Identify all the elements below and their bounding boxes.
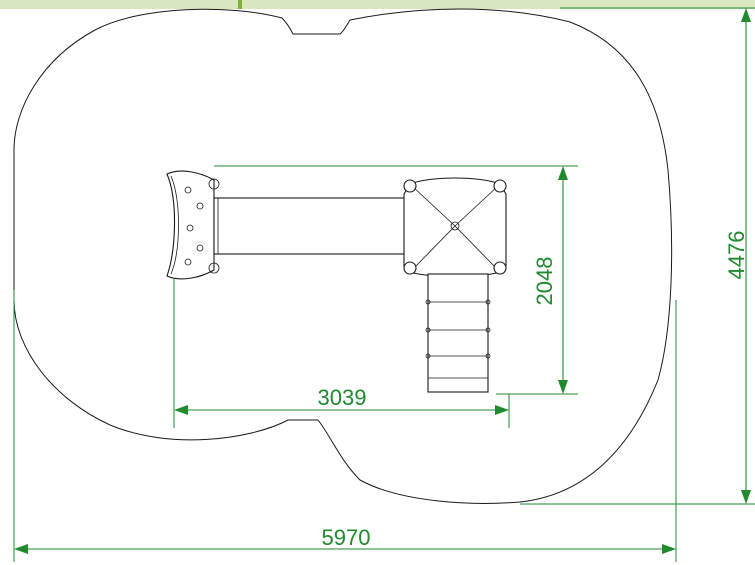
dimension-structure-depth: 2048 (214, 165, 578, 395)
tower-roof (403, 177, 507, 278)
safety-zone-outline (13, 8, 673, 504)
overall-width-label: 5970 (322, 525, 371, 550)
structure-width-label: 3039 (318, 385, 367, 410)
dimension-structure-width: 3039 (173, 278, 510, 428)
bridge-walkway (213, 197, 411, 255)
dimension-overall-width: 5970 (13, 290, 677, 562)
header-band (0, 0, 755, 9)
structure-depth-label: 2048 (532, 257, 557, 306)
slide (425, 273, 491, 393)
overall-depth-label: 4476 (724, 231, 749, 280)
climbing-wall-panel (166, 170, 220, 280)
dimension-overall-depth: 4476 (520, 7, 755, 505)
header-tick (238, 0, 242, 9)
